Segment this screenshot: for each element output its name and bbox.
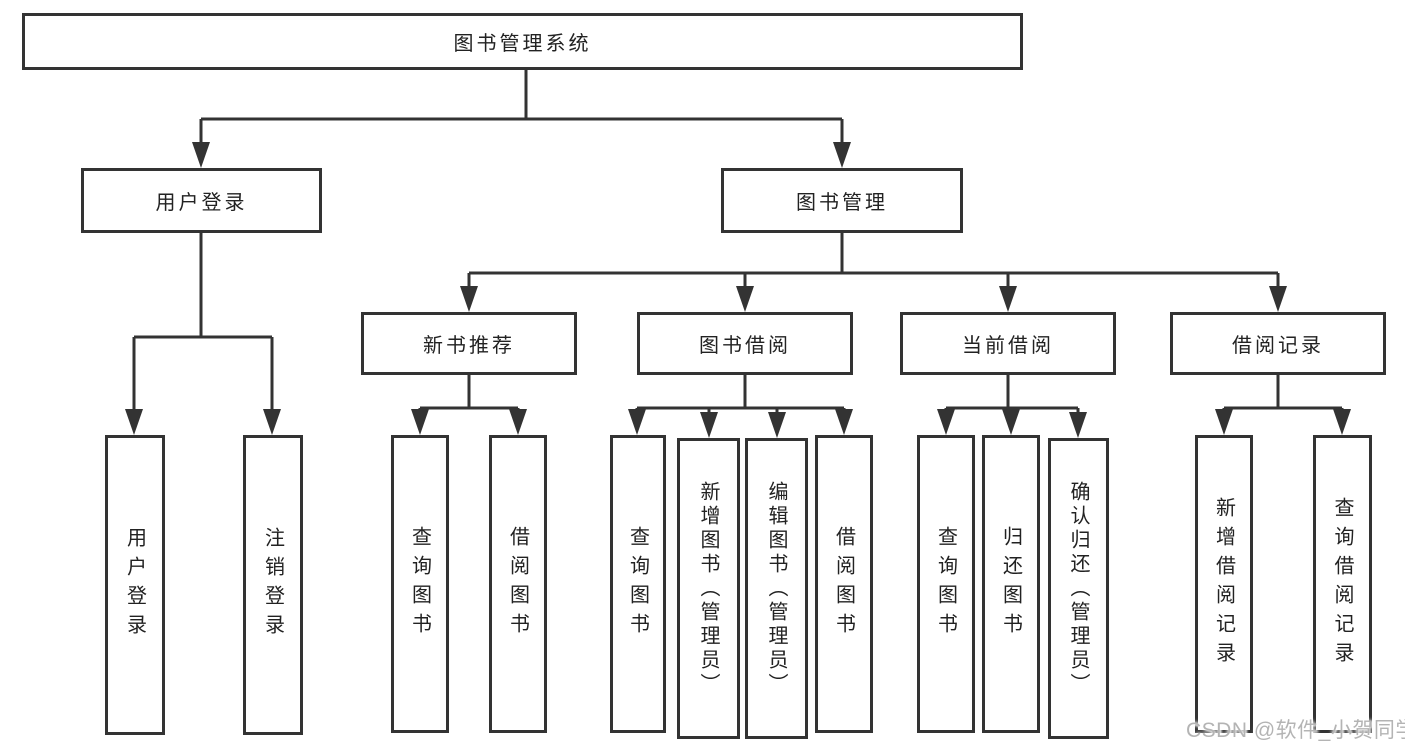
node-label: 借阅图书 xyxy=(832,526,855,642)
node-leaf-logout: 注销登录 xyxy=(243,435,303,735)
node-root-system: 图书管理系统 xyxy=(22,13,1023,70)
node-borrowing-records: 借阅记录 xyxy=(1170,312,1386,375)
node-label: 查询图书 xyxy=(408,526,431,642)
connector-new-book-recommend-children xyxy=(411,375,527,435)
node-label: 借阅图书 xyxy=(506,526,529,642)
node-leaf-add-borrow-record: 新增借阅记录 xyxy=(1195,435,1253,733)
node-leaf-return-book: 归还图书 xyxy=(982,435,1040,733)
node-label: 图书借阅 xyxy=(699,335,791,357)
node-label: 用户登录 xyxy=(123,527,146,643)
node-leaf-confirm-return-admin: 确认归还（管理员） xyxy=(1048,438,1109,739)
connector-user-login-children xyxy=(125,233,281,435)
node-label: 注销登录 xyxy=(261,527,284,643)
connector-current-borrowing-children xyxy=(937,375,1087,438)
node-current-borrowing: 当前借阅 xyxy=(900,312,1116,375)
node-label: 借阅记录 xyxy=(1232,335,1324,357)
node-user-login: 用户登录 xyxy=(81,168,322,233)
node-label: 图书管理系统 xyxy=(453,33,592,55)
node-leaf-add-book-admin: 新增图书（管理员） xyxy=(677,438,740,739)
node-book-borrowing: 图书借阅 xyxy=(637,312,853,375)
node-leaf-query-books-3: 查询图书 xyxy=(917,435,975,733)
node-new-book-recommend: 新书推荐 xyxy=(361,312,577,375)
node-label: 用户登录 xyxy=(155,192,248,214)
node-label: 确认归还（管理员） xyxy=(1067,480,1089,697)
connector-book-management-children xyxy=(460,233,1287,312)
connector-book-borrowing-children xyxy=(628,375,853,438)
node-label: 查询图书 xyxy=(626,526,649,642)
node-label: 新增图书（管理员） xyxy=(697,480,719,697)
node-leaf-user-login: 用户登录 xyxy=(105,435,165,735)
node-leaf-borrow-books-1: 借阅图书 xyxy=(489,435,547,733)
node-label: 查询图书 xyxy=(934,526,957,642)
node-label: 当前借阅 xyxy=(962,335,1054,357)
csdn-watermark: CSDN @软件_小贺同学 xyxy=(1186,719,1405,742)
node-leaf-query-books-2: 查询图书 xyxy=(610,435,666,733)
node-book-management: 图书管理 xyxy=(721,168,963,233)
node-label: 编辑图书（管理员） xyxy=(765,480,787,697)
node-leaf-query-books-1: 查询图书 xyxy=(391,435,449,733)
node-leaf-edit-book-admin: 编辑图书（管理员） xyxy=(745,438,808,739)
node-leaf-query-borrow-record: 查询借阅记录 xyxy=(1313,435,1372,733)
node-label: 新书推荐 xyxy=(423,335,515,357)
connector-borrowing-records-children xyxy=(1215,375,1351,435)
connector-root-to-level2 xyxy=(192,70,851,168)
node-label: 图书管理 xyxy=(796,192,888,214)
node-label: 新增借阅记录 xyxy=(1212,497,1235,671)
node-label: 查询借阅记录 xyxy=(1331,497,1353,671)
node-leaf-borrow-books-2: 借阅图书 xyxy=(815,435,873,733)
node-label: 归还图书 xyxy=(999,526,1022,642)
